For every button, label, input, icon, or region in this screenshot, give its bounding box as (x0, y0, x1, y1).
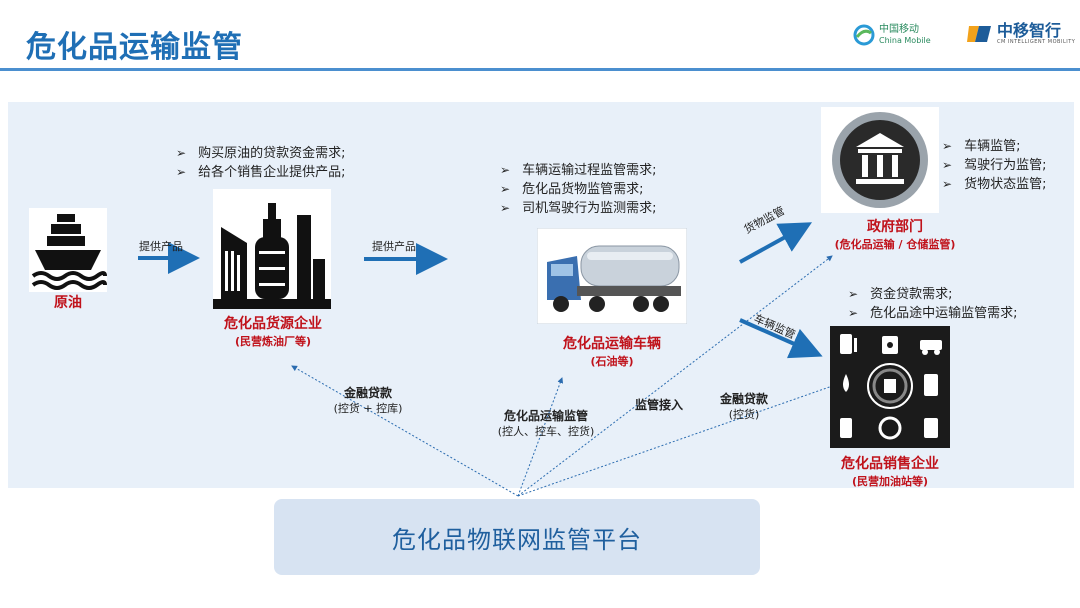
node-sales: 危化品销售企业 (民营加油站等) (815, 453, 965, 489)
supply-label-2: 提供产品 (372, 240, 416, 253)
china-mobile-icon (853, 24, 875, 46)
government-building-icon (821, 107, 939, 213)
vehicle-label: 危化品运输车辆 (563, 336, 661, 352)
access-link-label: 监管接入 (634, 398, 683, 412)
monitor-link-label-sub: (控人、控车、控货) (497, 425, 595, 438)
refinery-needs-list: 购买原油的贷款资金需求; 给各个销售企业提供产品; (176, 144, 345, 182)
node-vehicle: 危化品运输车辆 (石油等) (537, 333, 687, 369)
node-crude-oil: 原油 (38, 292, 98, 312)
finance-link-label-2-main: 金融贷款 (719, 392, 768, 406)
node-government: 政府部门 (危化品运输 / 仓储监管) (805, 216, 985, 252)
tanker-truck-image (537, 228, 687, 324)
monitor-link-vehicle (517, 377, 564, 497)
list-item: 资金贷款需求; (848, 285, 1017, 304)
title-divider (0, 68, 1080, 71)
list-item: 给各个销售企业提供产品; (176, 163, 345, 182)
monitor-link-label: 危化品运输监管 (控人、控车、控货) (490, 409, 602, 439)
node-refinery: 危化品货源企业 (民营炼油厂等) (198, 313, 348, 349)
china-mobile-cn: 中国移动 (879, 24, 919, 35)
finance-link-refinery (291, 365, 519, 497)
finance-link-label-1: 金融贷款 (控货 + 控库) (326, 386, 410, 416)
cm-im-cn: 中移智行 (997, 21, 1062, 40)
finance-link-label-2-sub: (控货) (728, 408, 760, 421)
list-item: 车辆监管; (942, 137, 1046, 156)
crude-oil-label: 原油 (54, 295, 82, 311)
vehicle-sub: (石油等) (590, 355, 634, 368)
refinery-sub: (民营炼油厂等) (234, 335, 312, 348)
list-item: 购买原油的贷款资金需求; (176, 144, 345, 163)
iot-platform-box: 危化品物联网监管平台 (274, 499, 760, 575)
list-item: 危化品货物监管需求; (500, 180, 656, 199)
list-item: 车辆运输过程监管需求; (500, 161, 656, 180)
china-mobile-en: China Mobile (879, 36, 931, 45)
gov-sub: (危化品运输 / 仓储监管) (834, 238, 956, 251)
finance-link-sales (517, 382, 839, 497)
finance-link-label-1-main: 金融贷款 (343, 386, 392, 400)
cm-intelligent-mobility-logo: 中移智行 CM INTELLIGENT MOBILITY (965, 22, 1075, 46)
page-title: 危化品运输监管 (26, 30, 243, 65)
gov-label: 政府部门 (867, 219, 923, 235)
sales-needs-list: 资金贷款需求; 危化品途中运输监管需求; (848, 285, 1017, 323)
ship-icon (29, 208, 107, 292)
gov-duties-list: 车辆监管; 驾驶行为监管; 货物状态监管; (942, 137, 1046, 194)
cm-im-icon (967, 26, 991, 42)
list-item: 货物状态监管; (942, 175, 1046, 194)
refinery-icon (213, 189, 331, 309)
cargo-supervision-arrow (739, 222, 813, 264)
access-link-gov (517, 255, 833, 497)
supply-label-1: 提供产品 (139, 240, 183, 253)
china-mobile-logo: 中国移动 China Mobile (853, 24, 931, 46)
gas-station-icons (830, 326, 950, 448)
refinery-label: 危化品货源企业 (224, 316, 322, 332)
monitor-link-label-main: 危化品运输监管 (503, 409, 588, 423)
cm-im-en: CM INTELLIGENT MOBILITY (997, 39, 1076, 45)
sales-sub: (民营加油站等) (851, 475, 929, 488)
list-item: 司机驾驶行为监测需求; (500, 199, 656, 218)
list-item: 危化品途中运输监管需求; (848, 304, 1017, 323)
list-item: 驾驶行为监管; (942, 156, 1046, 175)
finance-link-label-1-sub: (控货 + 控库) (333, 402, 403, 415)
finance-link-label-2: 金融贷款 (控货) (712, 392, 776, 422)
sales-label: 危化品销售企业 (841, 456, 939, 472)
vehicle-needs-list: 车辆运输过程监管需求; 危化品货物监管需求; 司机驾驶行为监测需求; (500, 161, 656, 218)
vehicle-supervision-arrow (739, 318, 823, 359)
